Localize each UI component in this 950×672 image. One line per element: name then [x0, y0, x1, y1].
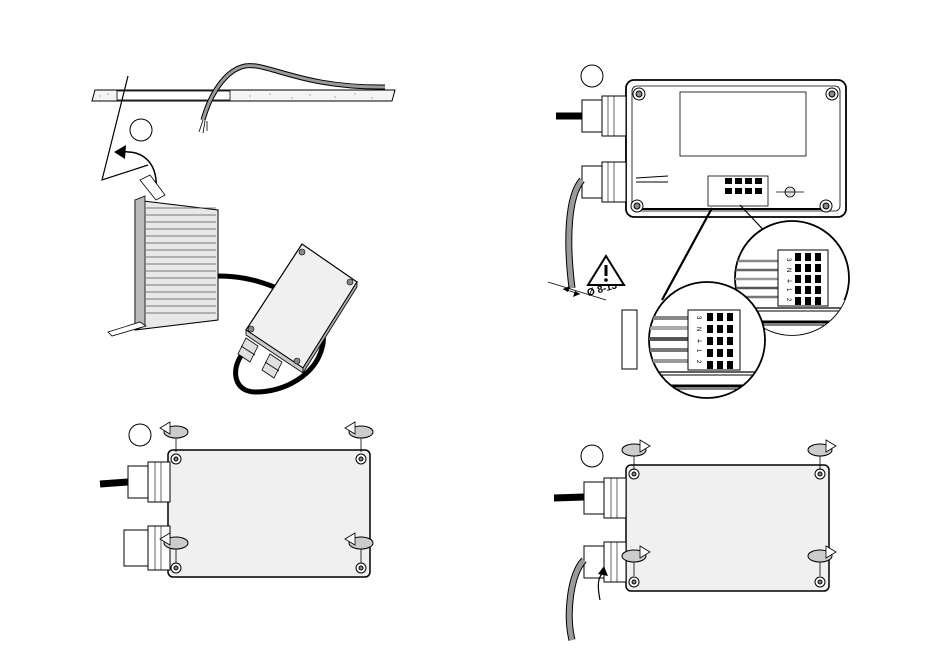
heat-sink	[135, 196, 218, 330]
cable-right-top	[554, 497, 584, 498]
cable-gland-right-top	[584, 478, 626, 518]
rotate-counterclockwise-icon	[160, 422, 188, 452]
side-bracket	[622, 310, 637, 369]
terminal-label-a-2: ⏚	[785, 278, 792, 284]
terminal-label-b-2: ⏚	[695, 338, 702, 344]
terminal-label-a-1: N	[785, 268, 791, 272]
cable-gland-top	[582, 96, 626, 136]
step-circle-4	[581, 445, 603, 467]
cable-gland-left-top	[128, 462, 170, 502]
panel-wiring: Ø 8-13	[548, 65, 860, 398]
junction-box-closed-2	[626, 465, 829, 591]
junction-box-iso	[246, 244, 357, 373]
cable-gland-bottom	[582, 162, 626, 202]
panel-open-lid	[100, 422, 373, 577]
terminal-label-b-1: N	[695, 327, 701, 331]
cable-left-top	[100, 482, 128, 484]
junction-box-closed-1	[168, 450, 370, 577]
step-circle-3	[129, 424, 151, 446]
connection-cable-upper	[218, 276, 282, 290]
label-plate	[680, 92, 806, 156]
cable-gland-left-bottom	[124, 526, 170, 570]
mount-arrow-head	[114, 145, 126, 159]
cable-gland-right-bottom	[584, 542, 626, 582]
panel-wall-mount	[92, 66, 395, 392]
step-circle-1	[130, 119, 152, 141]
rotate-counterclockwise-icon	[345, 422, 373, 452]
step-circle-2	[581, 65, 603, 87]
panel-close-lid	[554, 440, 836, 640]
warning-triangle-icon	[588, 256, 624, 285]
